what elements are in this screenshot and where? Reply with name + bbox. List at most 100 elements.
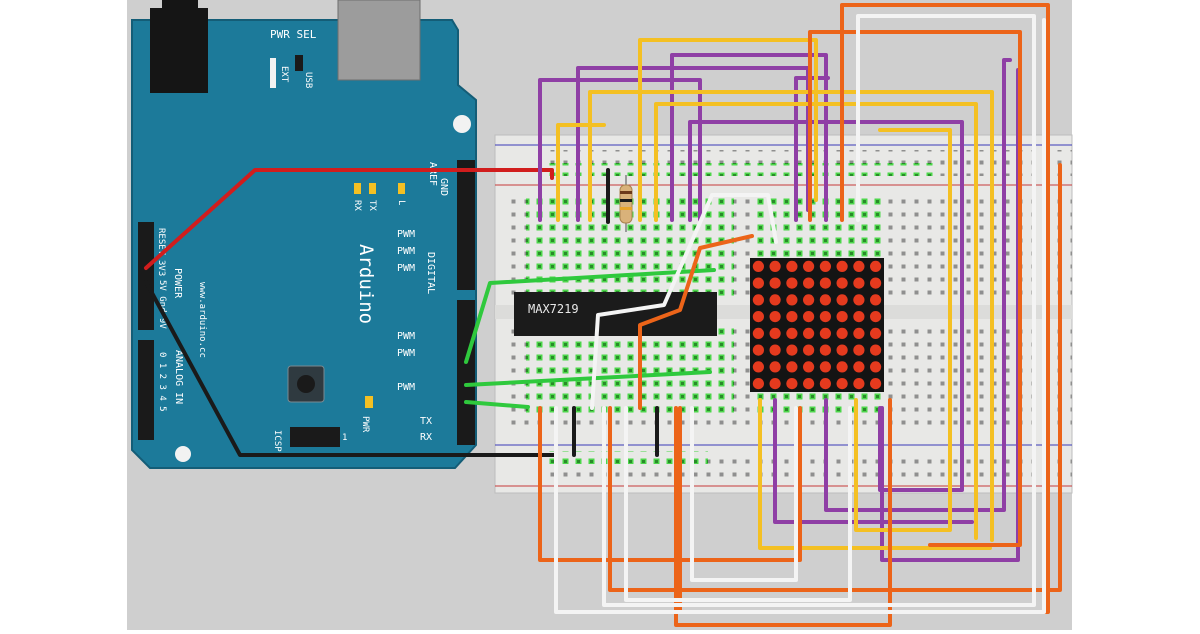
led-matrix-8x8: [750, 258, 884, 392]
matrix-led: [786, 344, 798, 356]
wire-red-5v: [144, 168, 554, 270]
matrix-led: [819, 260, 832, 272]
matrix-led: [769, 260, 781, 272]
gnd-label: GND: [438, 178, 449, 196]
matrix-led: [853, 378, 865, 390]
matrix-led: [803, 344, 815, 356]
reset-button-cap[interactable]: [297, 375, 315, 393]
matrix-led: [870, 361, 882, 373]
pwm-label-10: PWM: [397, 246, 415, 257]
matrix-led: [836, 344, 848, 356]
matrix-led: [786, 294, 798, 306]
analog-pins-label: 0 1 2 3 4 5: [157, 352, 167, 412]
usb-label: USB: [303, 72, 313, 88]
matrix-led: [853, 260, 865, 272]
matrix-led: [752, 260, 765, 272]
wire-green-cs: [464, 370, 712, 387]
pwr-led: [365, 396, 373, 408]
jumper-cap: [295, 55, 303, 71]
matrix-led: [870, 294, 882, 306]
matrix-led: [803, 378, 815, 390]
connected-holes-matrix-bottom: [756, 392, 886, 415]
matrix-led: [870, 344, 882, 356]
matrix-led: [752, 277, 765, 289]
wire-yellow-4: [654, 102, 978, 540]
rx-pin-label: RX: [420, 432, 432, 443]
matrix-led: [786, 327, 798, 339]
matrix-led: [803, 327, 815, 339]
wire-white-3: [624, 406, 852, 602]
matrix-led: [769, 277, 781, 289]
aref-label: AREF: [427, 162, 438, 186]
wires: [144, 3, 1062, 627]
wire-yellow-2: [588, 90, 994, 542]
matrix-led: [786, 361, 798, 373]
matrix-led: [769, 344, 781, 356]
resistor-body: [619, 184, 633, 224]
wire-orange-load: [638, 234, 754, 410]
matrix-led: [752, 361, 765, 373]
wire-orange-4: [808, 30, 1022, 547]
arduino-url: www.arduino.cc: [197, 282, 207, 358]
wire-orange-5: [674, 398, 892, 627]
matrix-body: [750, 258, 884, 392]
icsp-pin-label: 1: [342, 433, 347, 443]
matrix-led: [752, 344, 765, 356]
digital-header-high: [457, 160, 475, 290]
matrix-led: [752, 311, 765, 323]
reset-label: RESET: [156, 228, 166, 256]
wire-orange-3: [678, 3, 1050, 614]
matrix-led: [752, 378, 765, 390]
wire-green-clk: [464, 400, 530, 409]
matrix-led: [752, 294, 765, 306]
power-label: POWER: [172, 268, 183, 299]
matrix-led: [870, 378, 882, 390]
icsp-header: [290, 427, 340, 447]
power-jack: [150, 8, 208, 93]
ext-label: EXT: [279, 66, 289, 83]
matrix-led: [836, 260, 848, 272]
connected-holes-matrix-top: [756, 195, 886, 261]
matrix-led: [769, 311, 781, 323]
pwm-label-5: PWM: [397, 348, 415, 359]
matrix-led: [769, 327, 781, 339]
icsp-label: ICSP: [272, 430, 282, 452]
resistor-band-2: [620, 199, 632, 202]
wire-white-2: [554, 18, 1046, 614]
rx-led: [354, 183, 361, 194]
wire-purple-1: [538, 78, 702, 222]
matrix-led: [853, 361, 865, 373]
resistor: [619, 175, 633, 232]
digital-header-low: [457, 300, 475, 445]
wire-orange-1: [538, 406, 802, 562]
matrix-led: [870, 260, 882, 272]
matrix-led: [853, 327, 865, 339]
mounting-hole: [175, 446, 191, 462]
wire-white-clk: [590, 193, 778, 410]
arduino-board: PWR SEL EXT USB AREF GND RX TX L Arduino…: [131, 0, 477, 469]
matrix-led: [836, 311, 848, 323]
matrix-led: [853, 344, 865, 356]
matrix-led: [803, 294, 815, 306]
resistor-band-1: [620, 191, 632, 194]
wire-purple-7: [824, 58, 1012, 512]
wire-orange-2: [608, 163, 1062, 592]
pwm-label-11: PWM: [397, 229, 415, 240]
matrix-led: [853, 311, 865, 323]
wire-yellow-3: [638, 38, 818, 222]
tx-led: [369, 183, 376, 194]
wire-white-4: [690, 406, 798, 582]
matrix-led: [836, 361, 848, 373]
matrix-led: [752, 327, 765, 339]
matrix-led: [786, 260, 798, 272]
matrix-led: [836, 294, 848, 306]
matrix-led: [769, 361, 781, 373]
arduino-logo-text: Arduino: [355, 244, 377, 324]
matrix-led: [836, 378, 848, 390]
usb-connector: [337, 0, 421, 81]
matrix-led: [836, 277, 848, 289]
power-header: [138, 222, 154, 330]
matrix-led: [803, 260, 815, 272]
matrix-led: [819, 277, 832, 289]
matrix-led: [803, 277, 815, 289]
